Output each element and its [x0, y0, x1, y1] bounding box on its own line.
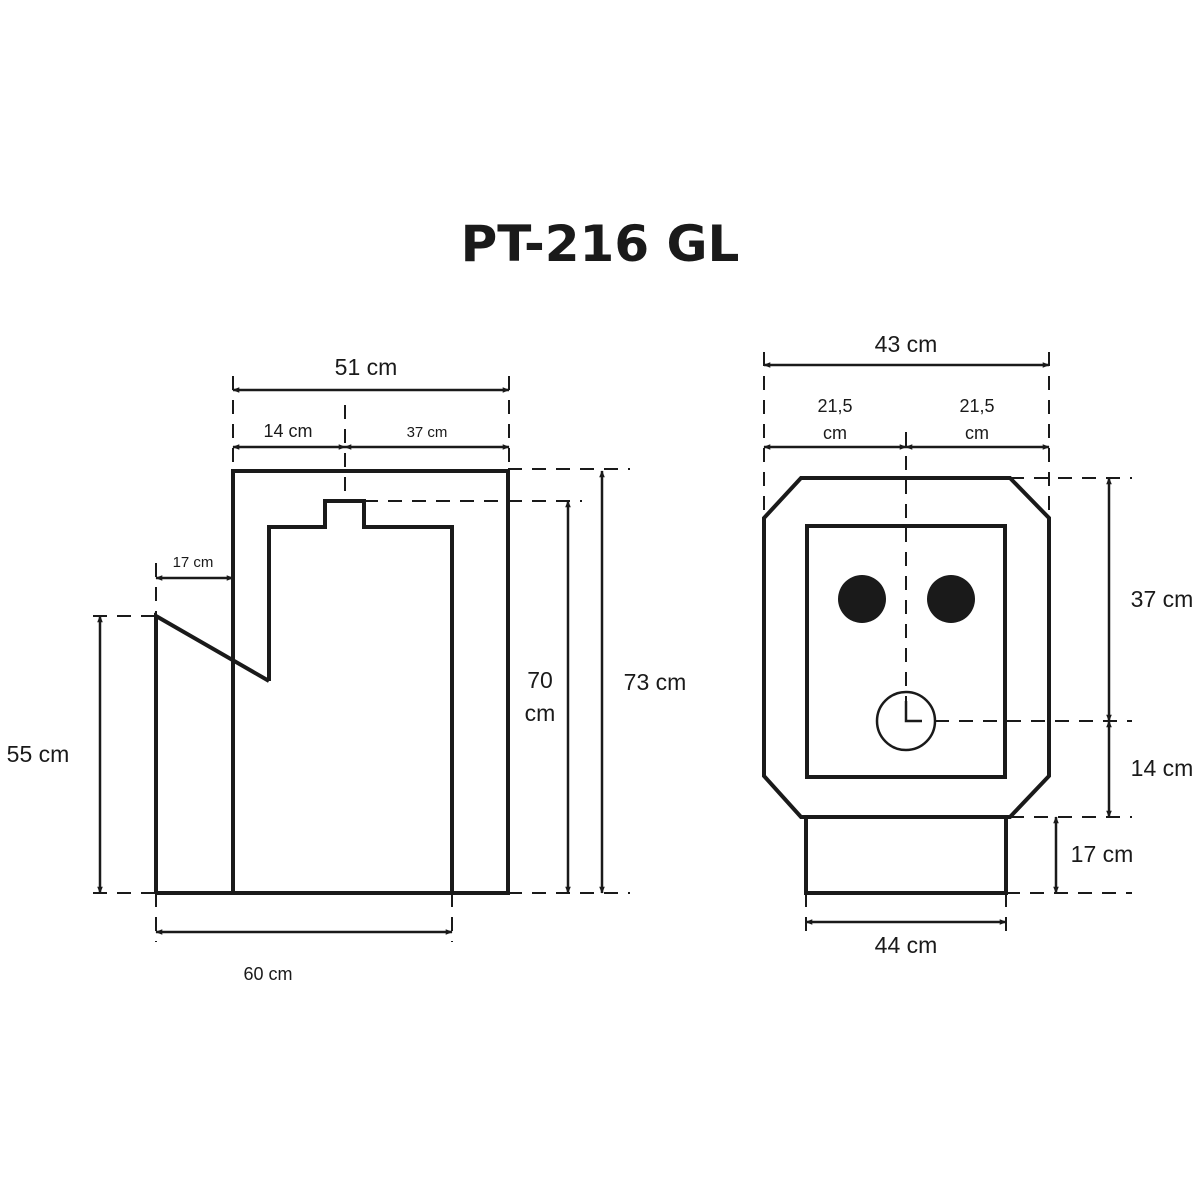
side-depth-label: 60 cm — [243, 964, 292, 984]
side-offset-label: 17 cm — [173, 554, 214, 571]
front-width-base-label: 44 cm — [875, 932, 938, 958]
side-inner-chamber — [267, 499, 454, 893]
side-height-total-label: 73 cm — [624, 669, 687, 695]
front-half-right-label-line2: cm — [965, 423, 989, 443]
side-front-box — [154, 612, 270, 893]
front-panel — [805, 524, 1007, 779]
side-body-outline — [231, 469, 510, 895]
front-half-left-label-line1: 21,5 — [817, 396, 852, 416]
right-knob — [927, 575, 975, 623]
front-half-left-label-line2: cm — [823, 423, 847, 443]
side-width-total-label: 51 cm — [335, 354, 398, 380]
side-height-inner-label-line2: cm — [525, 700, 556, 726]
diagram-title: PT-216 GL — [461, 215, 740, 273]
front-height-base-label: 17 cm — [1071, 841, 1134, 867]
side-width-front-label: 14 cm — [263, 421, 312, 441]
left-knob — [838, 575, 886, 623]
side-height-inner-label-line1: 70 — [527, 667, 553, 693]
front-half-right-label-line1: 21,5 — [959, 396, 994, 416]
front-width-total-label: 43 cm — [875, 331, 938, 357]
side-width-back-label: 37 cm — [407, 424, 448, 441]
front-view: 43 cm 21,5 cm 21,5 cm 37 cm 14 cm 17 cm … — [762, 331, 1194, 958]
side-height-front-label: 55 cm — [7, 741, 70, 767]
front-base — [804, 815, 1008, 895]
clock-hands — [904, 701, 922, 723]
side-view: 51 cm 14 cm 37 cm 17 cm 55 cm 70 cm 73 c… — [7, 354, 687, 984]
front-height-middle-label: 14 cm — [1131, 755, 1194, 781]
front-height-upper-label: 37 cm — [1131, 586, 1194, 612]
